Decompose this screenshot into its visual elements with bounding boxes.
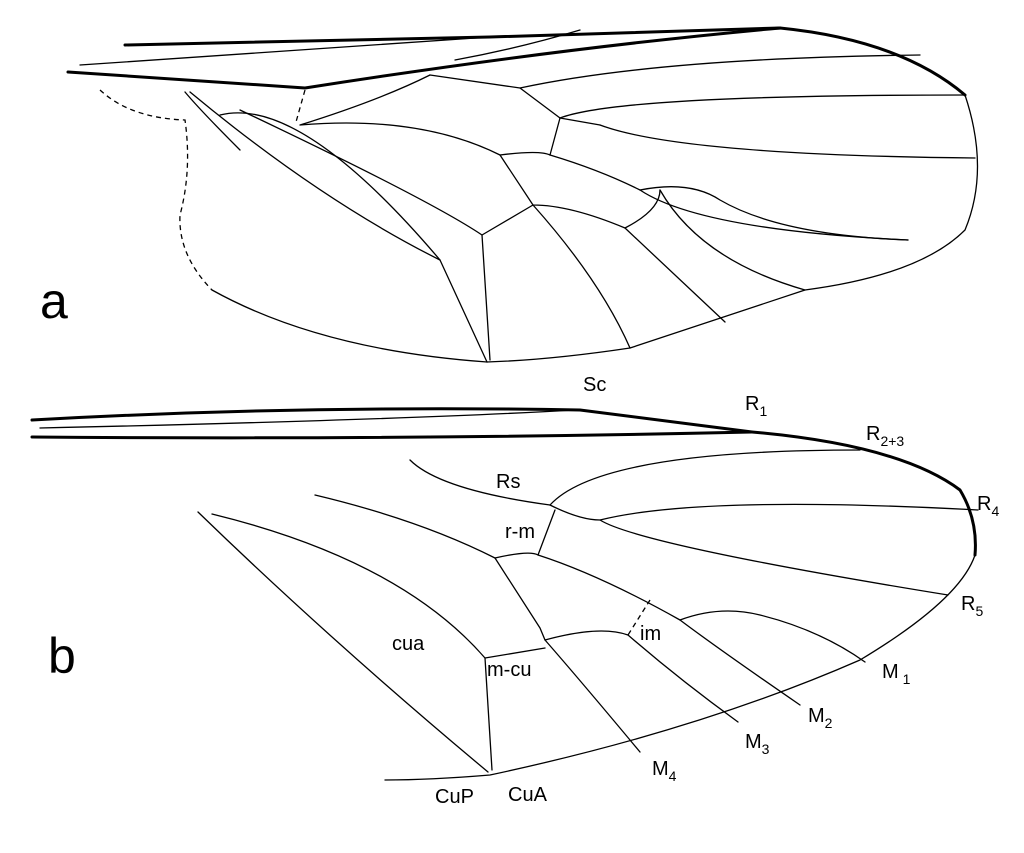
wing-b-m2 — [679, 619, 801, 706]
panel-label-b: b — [48, 628, 76, 684]
wing-b-m4 — [544, 639, 641, 753]
wing-a-r4 — [559, 94, 966, 119]
label-cup: CuP — [435, 786, 474, 808]
wing-a-rm — [549, 117, 561, 156]
label-m3: M3 — [745, 731, 770, 757]
wing-a-r23 — [519, 54, 921, 89]
wing-a-sc-cross — [454, 29, 581, 61]
label-r23: R2+3 — [866, 423, 904, 449]
wing-b-r5 — [599, 519, 949, 596]
wing-b-m3 — [627, 634, 739, 723]
wing-a-m2 — [659, 189, 806, 291]
wing-b-outer-margin — [384, 554, 976, 781]
wing-a-humeral-dash — [295, 89, 306, 123]
label-mcu: m-cu — [487, 659, 531, 681]
wing-a-m-stem — [499, 154, 661, 229]
wing-a-m1 — [639, 186, 909, 241]
wing-a-cup — [219, 112, 488, 363]
wing-a-r5 — [599, 124, 976, 159]
wing-a — [66, 26, 979, 363]
label-r5: R5 — [961, 593, 983, 619]
wing-b-rs — [409, 459, 551, 506]
wing-a-m3 — [624, 227, 726, 323]
label-r4: R4 — [977, 493, 999, 519]
wing-b — [30, 407, 979, 781]
wing-b-im-dash — [627, 599, 651, 636]
wing-a-cua — [239, 109, 491, 361]
wing-a-basal-outline — [99, 89, 213, 291]
wing-a-discal-cell — [299, 74, 909, 241]
label-r1: R1 — [745, 393, 767, 419]
wing-b-subcosta — [30, 430, 754, 440]
panel-label-a: a — [40, 273, 68, 329]
label-cua: CuA — [508, 784, 548, 806]
wing-b-cup-vein — [197, 511, 489, 773]
wing-a-subcosta — [66, 26, 782, 90]
wing-a-costal-inner — [79, 36, 491, 66]
wing-a-mcu — [481, 204, 534, 236]
wing-b-r4 — [549, 503, 979, 521]
label-m2: M2 — [808, 705, 833, 731]
label-rm: r-m — [505, 521, 535, 543]
wing-b-cell-upper — [314, 494, 866, 663]
wing-a-anal — [189, 91, 441, 261]
wing-a-posterior-margin — [184, 91, 488, 363]
wing-b-cua-vein — [211, 513, 493, 771]
label-m4: M4 — [652, 758, 677, 784]
label-sc: Sc — [583, 374, 606, 396]
wing-b-m-stem — [494, 557, 629, 641]
wing-a-r5-fork — [559, 117, 601, 126]
wing-b-rm — [537, 509, 556, 556]
wing-a-costa — [123, 26, 967, 97]
wing-a-m4 — [532, 204, 631, 349]
wing-a-r1 — [429, 74, 561, 119]
wing-b-sc-vein — [39, 409, 576, 429]
wing-b-mcu — [484, 647, 546, 659]
wing-b-r23 — [549, 449, 861, 506]
label-cua-vein: cua — [392, 633, 425, 655]
wing-a-outer-margin — [486, 94, 979, 363]
label-im: im — [640, 623, 661, 645]
label-rs: Rs — [496, 471, 520, 493]
